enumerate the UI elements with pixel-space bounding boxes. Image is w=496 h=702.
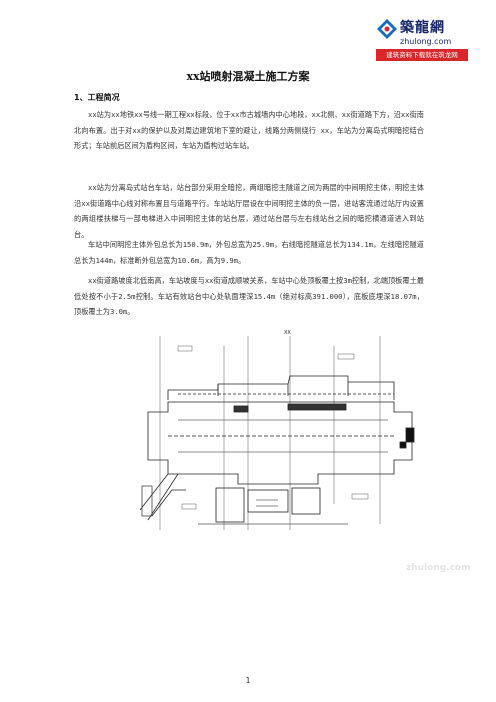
zhulong-logo-icon [377,19,397,39]
logo-brand-text: 築龍網 [400,20,445,36]
paragraph-4: xx街道路坡度北低南高，车站坡度与xx街道成顺坡关系，车站中心处顶板覆土按3m控… [74,276,424,316]
axis-lines [159,336,381,530]
station-plan-drawing: XX [139,330,415,530]
watermark: zhulong.com [406,563,471,573]
left-entrance [139,473,186,521]
logo-site-text: zhulong.com [400,37,452,46]
zhulong-logo: 築龍網 zhulong.com 建筑资料下载就在筑龙网 [376,16,468,62]
lower-structures [198,487,348,525]
paragraph-3: 车站中间明挖主体外包总长为150.9m，外包总宽为25.9m，右线暗挖隧道总长为… [74,240,424,265]
logo-banner: 建筑资料下载就在筑龙网 [376,49,468,61]
paragraph-2: xx站为分离岛式站台车站，站台部分采用全暗挖，两组暗挖主隧道之间为两层的中间明挖… [74,183,424,239]
upper-tunnel [167,375,395,413]
drawing-top-label: XX [284,330,291,336]
page-number: 1 [245,676,251,685]
section-heading: 1、工程简况 [74,93,120,102]
paragraph-1: xx站为xx地铁xx号线一期工程xx标段，位于xx市古城墙内中心地段，xx北侧、… [74,110,424,150]
document-title: xx站喷射混凝土施工方案 [186,70,310,83]
station-main-body [147,401,415,485]
